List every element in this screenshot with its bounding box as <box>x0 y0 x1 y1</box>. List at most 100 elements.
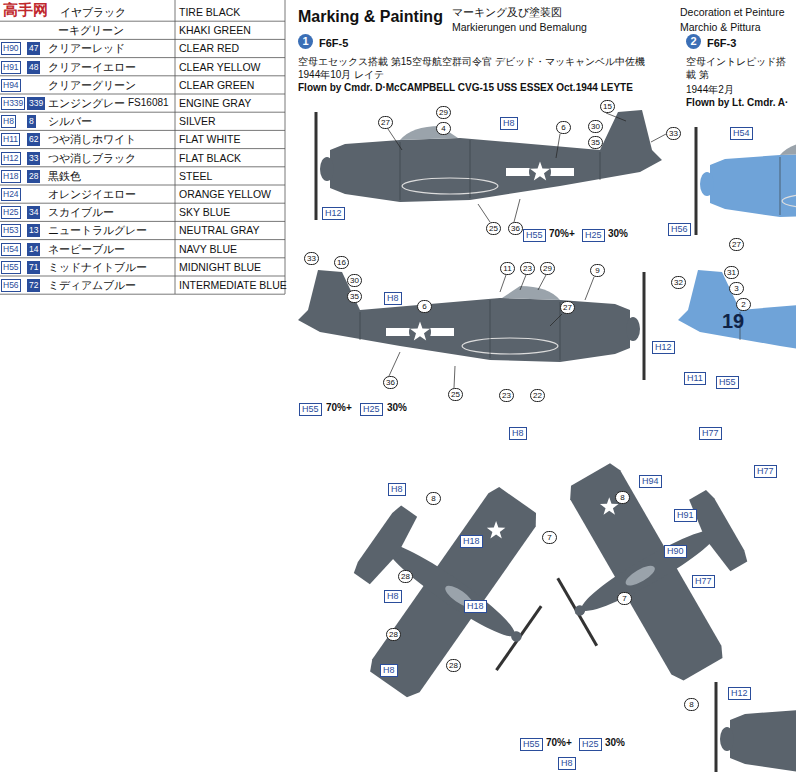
paint-code: H90 <box>1 42 21 55</box>
callout-number: 29 <box>436 106 451 119</box>
caption-text: 空母エセックス搭載 第15空母航空群司令官 デビッド・マッキャンベル中佐機 <box>298 55 645 68</box>
watermark: 高手网 <box>3 1 48 19</box>
paint-name-jp: スカイブルー <box>48 205 114 219</box>
paint-code: H55 <box>1 261 21 274</box>
marking-number: 2 <box>686 34 701 49</box>
paint-name-en: FLAT WHITE <box>179 132 240 146</box>
caption-text: Flown by Lt. Cmdr. A· <box>686 97 792 109</box>
callout-number: 27 <box>560 301 575 314</box>
paint-code: H12 <box>322 207 345 220</box>
paint-code: H8 <box>388 483 406 496</box>
header-text: Decoration et Peinture <box>680 5 784 19</box>
paint-code: H54 <box>1 243 21 256</box>
paint-code: H94 <box>1 79 21 92</box>
paint-code: H18 <box>1 170 21 183</box>
paint-name-en: NEUTRAL GRAY <box>179 223 260 237</box>
callout-number: 28 <box>446 659 461 672</box>
callout-number: 27 <box>378 116 393 129</box>
callout-number: 25 <box>486 222 501 235</box>
paint-code: H77 <box>754 465 777 478</box>
paint-name-en: FLAT BLACK <box>179 151 241 165</box>
callout-number: 11 <box>500 262 515 275</box>
header-text: Marchio & Pittura <box>680 20 761 34</box>
aircraft-side-blue <box>696 125 796 235</box>
callout-number: 36 <box>383 376 398 389</box>
paint-code: H91 <box>674 509 697 522</box>
color-number: 14 <box>27 243 40 256</box>
aircraft-upper-surface <box>311 445 586 731</box>
aircraft-type: F6F-3 <box>707 36 736 50</box>
paint-code: H8 <box>558 757 576 770</box>
paint-name-en: SKY BLUE <box>179 205 230 219</box>
callout-number: 28 <box>386 628 401 641</box>
color-number: 33 <box>27 152 40 165</box>
paint-code: H55 <box>520 738 543 751</box>
callout-number: 28 <box>398 570 413 583</box>
marking-number: 1 <box>298 34 313 49</box>
color-number: 48 <box>27 61 40 74</box>
paint-code: H339 <box>1 97 25 110</box>
aircraft-type: F6F-5 <box>319 36 348 50</box>
paint-name-jp: ーキグリーン <box>58 23 124 37</box>
callout-number: 6 <box>556 121 571 134</box>
paint-code: H8 <box>384 590 402 603</box>
callout-number: 35 <box>588 136 603 149</box>
paint-code: H25 <box>1 206 21 219</box>
mix-ratio: 30% <box>387 401 407 414</box>
callout-number: 9 <box>590 264 605 277</box>
callout-number: 29 <box>540 262 555 275</box>
paint-name-jp: ニュートラルグレー <box>48 223 147 237</box>
paint-name-en: CLEAR YELLOW <box>179 60 261 74</box>
paint-name-jp: シルバー <box>48 114 92 128</box>
paint-code: H8 <box>380 664 398 677</box>
aircraft-side-partial <box>716 680 796 772</box>
paint-name-en: ENGINE GRAY <box>179 96 251 110</box>
paint-name-jp: オレンジイエロー <box>48 187 136 201</box>
paint-code: H55 <box>716 376 739 389</box>
color-number: 71 <box>27 261 40 274</box>
paint-name-en: STEEL <box>179 169 212 183</box>
paint-code: H25 <box>582 229 605 242</box>
callout-number: 3 <box>729 282 744 295</box>
paint-code: H24 <box>1 188 21 201</box>
callout-number: 15 <box>600 100 615 113</box>
callout-number: 4 <box>436 122 451 135</box>
paint-name-jp: 黒鉄色 <box>48 169 81 183</box>
mix-ratio: 70%+ <box>549 227 575 240</box>
mix-ratio: 30% <box>605 736 625 749</box>
paint-name-en: MIDNIGHT BLUE <box>179 260 261 274</box>
paint-name-jp: クリアーレッド <box>48 41 125 55</box>
aircraft-side-blue <box>678 270 796 380</box>
paint-name-jp: ミッドナイトブルー <box>48 260 147 274</box>
paint-name-jp: イヤブラック <box>60 5 126 19</box>
paint-code: H77 <box>699 427 722 440</box>
paint-name-en: NAVY BLUE <box>179 242 237 256</box>
paint-code: H77 <box>692 575 715 588</box>
paint-code: H55 <box>523 229 546 242</box>
leader-lines <box>388 113 666 388</box>
paint-code: H11 <box>684 372 706 385</box>
header-text: Markierungen und Bemalung <box>452 20 587 34</box>
paint-name-en: CLEAR GREEN <box>179 78 254 92</box>
callout-number: 8 <box>684 698 699 711</box>
paint-code: H12 <box>652 341 675 354</box>
callout-number: 31 <box>724 266 739 279</box>
caption-text: 1944年2月 <box>686 83 734 96</box>
paint-code: H91 <box>1 61 21 74</box>
paint-code: H90 <box>664 545 687 558</box>
insignia <box>386 321 454 343</box>
color-number: 72 <box>27 279 40 292</box>
fs-number: FS16081 <box>128 96 169 110</box>
callout-number: 16 <box>334 256 349 269</box>
aircraft-side-right <box>298 270 644 380</box>
callout-number: 7 <box>617 592 632 605</box>
paint-code: H25 <box>579 738 602 751</box>
paint-code: H18 <box>464 600 487 613</box>
paint-code: H11 <box>1 133 20 146</box>
tail-number: 19 <box>722 310 744 332</box>
paint-code: H8 <box>384 292 402 305</box>
paint-name-en: SILVER <box>179 114 216 128</box>
paint-table-grid <box>0 0 285 294</box>
insignia <box>506 161 574 183</box>
